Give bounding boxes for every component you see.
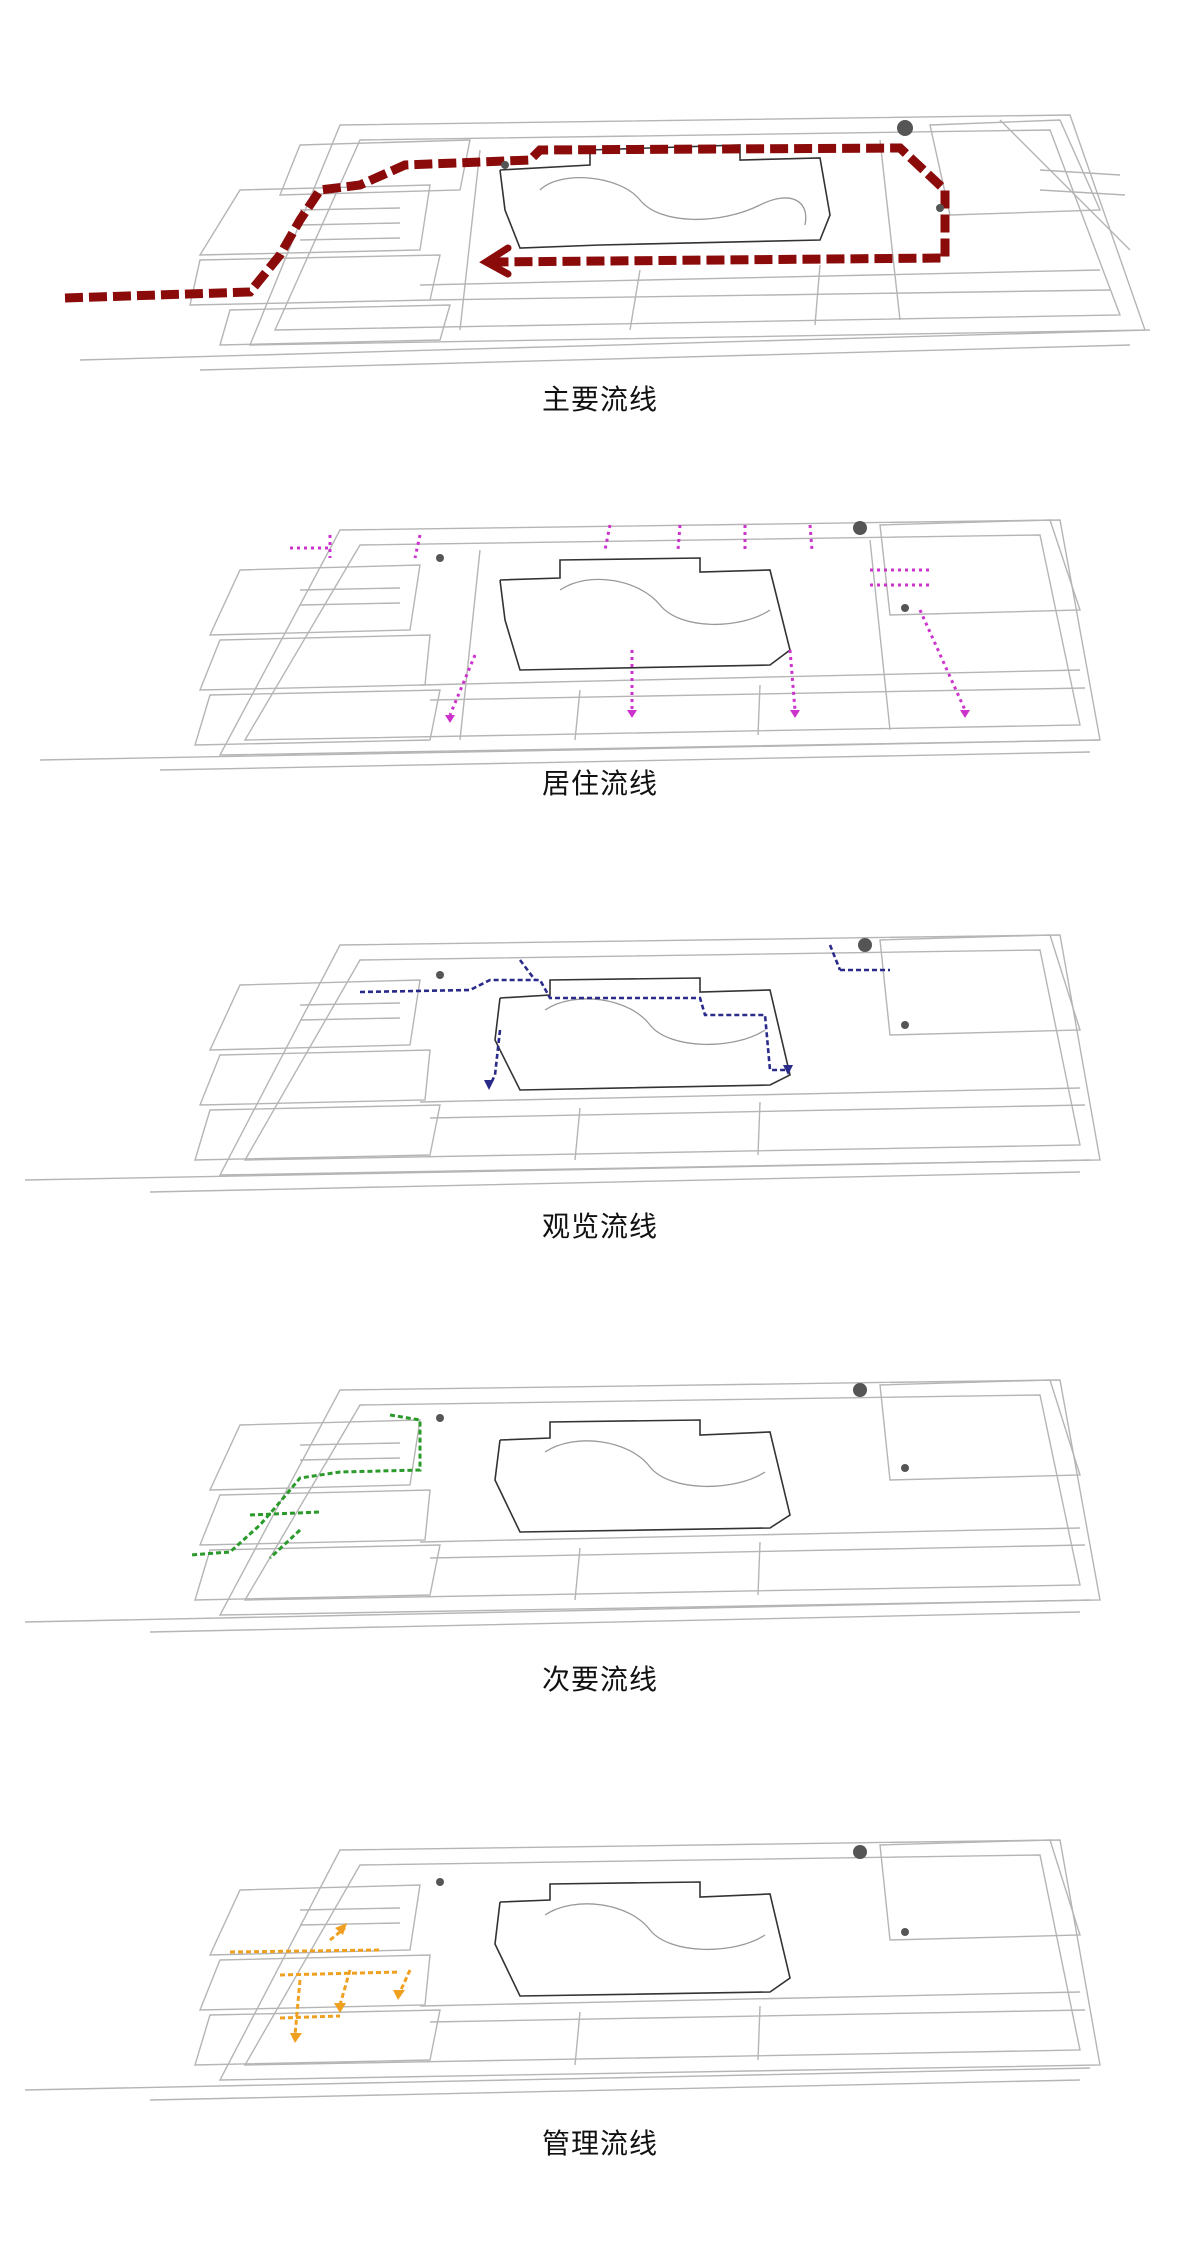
courtyard-outline (494, 1881, 791, 1997)
diagram-panel-management: 管理流线 (0, 1820, 1200, 2252)
plan-linework (24, 934, 1101, 1193)
axonometric-plan-secondary (24, 1379, 1101, 1633)
diagram-panel-residence: 居住流线 (0, 440, 1200, 840)
landmark-marker-icon (436, 938, 909, 1029)
management-route (229, 1926, 412, 2036)
management-route-arrow-icon (290, 1923, 405, 2043)
courtyard-outline (494, 1419, 791, 1533)
axonometric-plan-viewing (24, 934, 1101, 1193)
plan-linework (39, 519, 1101, 771)
courtyard-path (544, 1440, 766, 1488)
landmark-marker-icon (436, 1383, 909, 1472)
caption-residence: 居住流线 (541, 767, 658, 800)
axonometric-plan-management (24, 1839, 1101, 2101)
caption-secondary: 次要流线 (541, 1663, 658, 1696)
plan-linework (24, 1379, 1101, 1633)
plan-linework (24, 1839, 1101, 2101)
diagram-panel-main: 主要流线 (0, 0, 1200, 420)
viewing-route (359, 944, 890, 1086)
diagram-panel-secondary: 次要流线 (0, 1360, 1200, 1720)
residence-route (290, 524, 967, 716)
plan-linework (79, 114, 1151, 371)
landmark-marker-icon (436, 521, 909, 612)
secondary-route (189, 1413, 422, 1560)
courtyard-outline (499, 557, 791, 671)
residence-route-arrow-icon (445, 710, 970, 723)
axonometric-plan-residence (39, 519, 1101, 771)
courtyard-path (544, 1903, 766, 1951)
landmark-marker-icon (436, 1845, 909, 1936)
landmark-marker-icon (501, 120, 944, 212)
caption-management: 管理流线 (541, 2127, 658, 2160)
caption-main: 主要流线 (541, 383, 658, 416)
courtyard-path (539, 177, 807, 226)
axonometric-plan-main (64, 114, 1151, 371)
courtyard-outline (499, 144, 831, 249)
viewing-route-arrow-icon (484, 1065, 793, 1090)
courtyard-outline (494, 977, 791, 1091)
caption-viewing: 观览流线 (541, 1210, 658, 1243)
main-route (64, 143, 950, 303)
courtyard-path (559, 578, 771, 626)
diagram-panel-viewing: 观览流线 (0, 880, 1200, 1280)
courtyard-path (544, 998, 766, 1046)
main-route-arrow-icon (479, 244, 512, 278)
